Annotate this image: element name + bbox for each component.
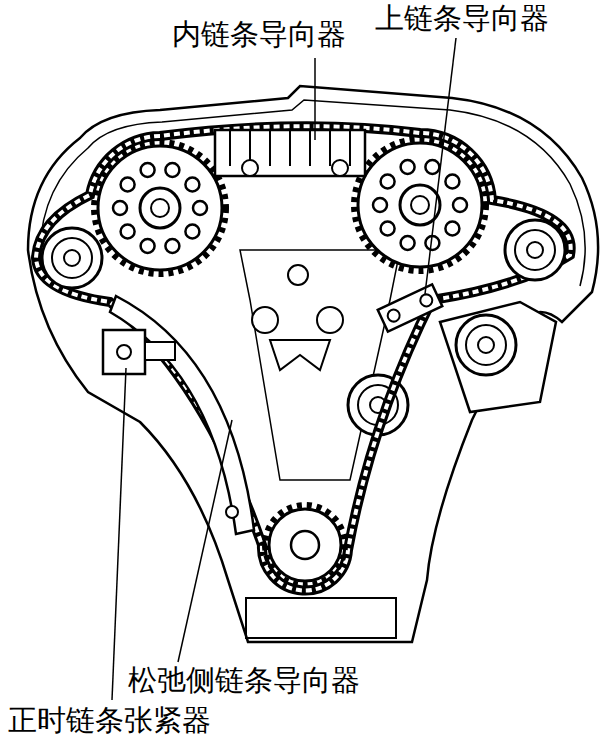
bolt-hole — [252, 307, 278, 333]
guide-bolt — [386, 308, 402, 324]
bolt-hole — [288, 265, 308, 285]
crank-sprocket — [269, 509, 341, 581]
leader-line — [178, 420, 232, 662]
side-boss — [440, 302, 556, 412]
leader-line — [112, 368, 126, 700]
crank-housing — [246, 598, 396, 638]
part-label: 上链条导向器 — [373, 2, 551, 35]
left-idler — [42, 228, 102, 288]
tensioner-bolt — [117, 345, 131, 359]
guide-bolt — [242, 160, 258, 176]
right-idler — [505, 220, 565, 280]
upper-chain-guide — [378, 284, 443, 331]
part-label: 内链条导向器 — [170, 18, 348, 51]
bolt-hole — [317, 307, 343, 333]
boss-pulley — [456, 315, 516, 375]
part-label: 松弛侧链条导向器 — [126, 664, 362, 697]
right-cam-sprocket — [354, 139, 486, 271]
inner-chain-guide — [215, 130, 365, 176]
crank-sprocket-teeth — [265, 505, 345, 585]
guide-bolt — [418, 292, 434, 308]
front-cover-outline — [28, 86, 598, 642]
guide-bolt — [332, 160, 348, 176]
timing-chain-links — [36, 126, 571, 590]
leader-line — [425, 38, 456, 294]
left-cam-sprocket — [94, 142, 226, 274]
center-bracket — [270, 340, 330, 370]
leader-line — [314, 58, 316, 140]
timing-chain — [36, 126, 571, 590]
chain-tensioner — [103, 330, 145, 374]
guide-pivot — [226, 506, 238, 518]
tensioner-plunger — [145, 342, 175, 360]
part-label: 正时链条张紧器 — [6, 704, 213, 737]
crank-hub — [291, 531, 319, 559]
